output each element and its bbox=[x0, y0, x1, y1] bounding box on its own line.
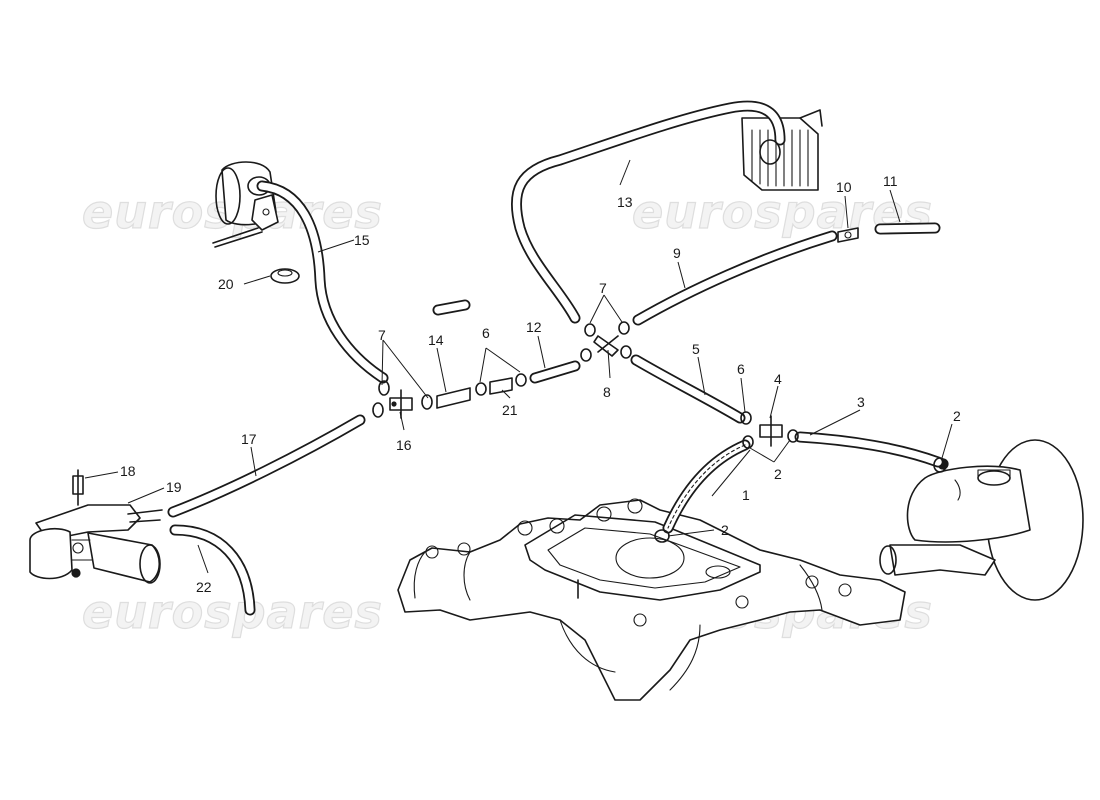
label-part-22: 22 bbox=[196, 579, 212, 595]
label-part-6-right: 6 bbox=[737, 361, 745, 377]
label-part-13: 13 bbox=[617, 194, 633, 210]
label-part-15: 15 bbox=[354, 232, 370, 248]
label-part-9: 9 bbox=[673, 245, 681, 261]
master-cylinder bbox=[879, 439, 1084, 601]
intake-manifold bbox=[397, 498, 906, 701]
label-part-20: 20 bbox=[218, 276, 234, 292]
heat-sink-module bbox=[741, 109, 823, 191]
label-part-7-left: 7 bbox=[378, 327, 386, 343]
fittings bbox=[270, 227, 947, 543]
label-part-3: 3 bbox=[857, 394, 865, 410]
label-part-12: 12 bbox=[526, 319, 542, 335]
label-part-11: 11 bbox=[883, 173, 898, 189]
hoses bbox=[167, 100, 944, 616]
label-part-21: 21 bbox=[502, 402, 518, 418]
part-labels: 1 2 2 2 3 4 5 6 6 7 7 8 9 10 11 12 13 14… bbox=[120, 173, 961, 595]
label-part-4: 4 bbox=[774, 371, 782, 387]
label-part-2-manifold: 2 bbox=[721, 522, 729, 538]
label-part-19: 19 bbox=[166, 479, 182, 495]
label-part-1: 1 bbox=[742, 487, 750, 503]
label-part-2-reservoir: 2 bbox=[953, 408, 961, 424]
vacuum-pump bbox=[29, 469, 163, 584]
leader-lines bbox=[84, 159, 953, 574]
vacuum-unit bbox=[212, 161, 279, 248]
label-part-17: 17 bbox=[241, 431, 257, 447]
label-part-2-tee: 2 bbox=[774, 466, 782, 482]
label-part-6-left: 6 bbox=[482, 325, 490, 341]
label-part-14: 14 bbox=[428, 332, 444, 348]
watermark-bottom-left: eurospares bbox=[82, 585, 383, 639]
label-part-7-right: 7 bbox=[599, 280, 607, 296]
label-part-18: 18 bbox=[120, 463, 136, 479]
label-part-5: 5 bbox=[692, 341, 700, 357]
label-part-10: 10 bbox=[836, 179, 852, 195]
label-part-8: 8 bbox=[603, 384, 611, 400]
label-part-16: 16 bbox=[396, 437, 412, 453]
